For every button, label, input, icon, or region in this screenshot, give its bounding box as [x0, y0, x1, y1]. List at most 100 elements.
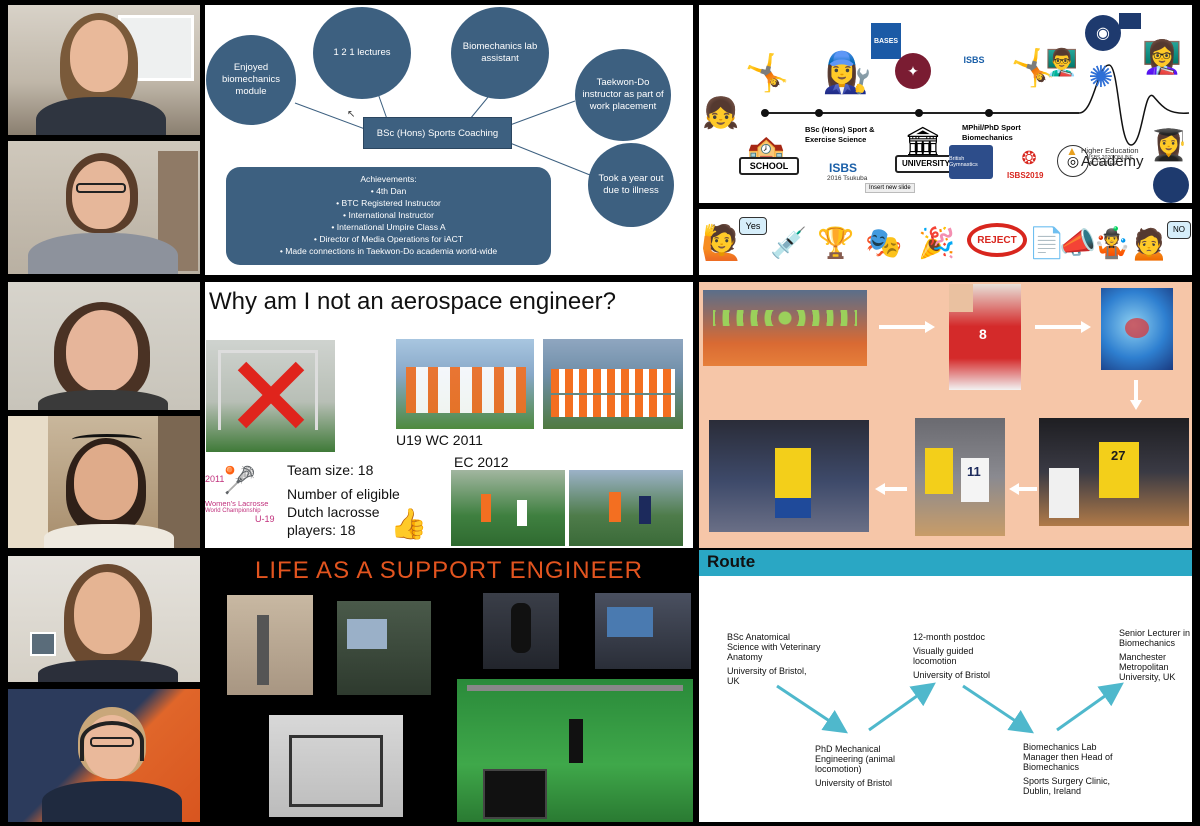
society-logo: ◉	[1085, 15, 1121, 51]
ec-team-photo	[543, 339, 683, 429]
bsc-label: BSc (Hons) Sport & Exercise Science	[805, 125, 875, 144]
person-yes-icon: 🙋	[700, 224, 744, 262]
isbs-2020-logo-icon: ◎	[1057, 145, 1089, 177]
balancing-person-icon: 🤹	[1093, 226, 1131, 260]
monitor	[607, 607, 653, 637]
british-gymnastics-logo: British Gymnastics	[949, 145, 993, 179]
goal-frame	[218, 350, 318, 430]
flag-logo	[1119, 13, 1141, 29]
reject-stamp: REJECT	[967, 223, 1027, 257]
youth-player-photo: 8	[949, 284, 1021, 390]
participant-video-3[interactable]	[8, 282, 200, 410]
player-jersey	[1099, 442, 1139, 498]
university-label: UNIVERSITY	[895, 155, 957, 173]
slide-title: LIFE AS A SUPPORT ENGINEER	[255, 557, 643, 584]
hea-label-line2: Academy	[1081, 153, 1144, 170]
bubble-enjoyed: Enjoyed biomechanics module	[206, 35, 296, 125]
wall-background	[8, 416, 48, 548]
participant-video-1[interactable]	[8, 5, 200, 135]
headphones-icon	[80, 721, 144, 761]
slide-title: Why am I not an aerospace engineer?	[209, 288, 616, 315]
trophy-award-icon: 🏆	[817, 226, 855, 260]
red-cross-icon	[237, 361, 305, 429]
crowd-celebration-photo	[709, 420, 869, 532]
insert-new-slide-tooltip: Insert new slide	[865, 183, 915, 193]
shoulders	[28, 233, 178, 274]
isbs-2019-logo: ❂ ISBS2019	[1005, 148, 1053, 187]
climbing-rig-photo	[227, 595, 313, 695]
ec-label: EC 2012	[454, 454, 509, 470]
shoulders	[42, 781, 182, 822]
monitor-desk-photo	[595, 593, 691, 669]
player-figure	[481, 494, 491, 522]
rig-frame	[289, 735, 383, 807]
participant-video-2[interactable]	[8, 141, 200, 274]
face	[949, 284, 973, 312]
arrow-left-icon	[1009, 483, 1037, 495]
route-header-bar: Route	[699, 550, 1192, 576]
shoulders	[38, 390, 168, 410]
face	[74, 572, 140, 654]
achievements-title: Achievements:	[360, 174, 417, 184]
mouse-cursor-icon: ↖	[347, 109, 356, 120]
player-jersey	[925, 448, 953, 494]
achievement-item: • Director of Media Operations for iACT	[313, 234, 464, 244]
participant-video-6[interactable]	[8, 689, 200, 822]
player-figure	[517, 500, 527, 526]
subject-figure	[569, 719, 583, 763]
slide-aerospace: Why am I not an aerospace engineer? U19 …	[205, 282, 693, 548]
arrow-left-icon	[875, 483, 907, 495]
participant-video-5[interactable]	[8, 556, 200, 682]
motion-capture-subject-photo	[483, 593, 559, 669]
presenter-icon: 👨‍🏫	[1045, 46, 1079, 77]
achievement-item: • BTC Registered Instructor	[336, 198, 441, 208]
logo-year: 2011	[205, 474, 225, 484]
theatre-masks-icon: 🎭	[865, 226, 903, 260]
lacrosse-match-photo-1	[451, 470, 565, 546]
glasses	[76, 183, 126, 193]
face	[74, 444, 138, 520]
laptop-screen	[483, 769, 547, 819]
federation-logo: ✦	[895, 53, 931, 89]
child-icon: 👧	[702, 96, 740, 130]
kids-handball-photo	[703, 290, 867, 366]
jersey-number: 8	[979, 326, 987, 342]
slide-support-engineer: LIFE AS A SUPPORT ENGINEER	[205, 555, 693, 822]
virus-icon: ✺	[1088, 60, 1114, 94]
logo-text-1: Women's Lacrosse	[205, 499, 269, 508]
arrow-down-icon	[1130, 380, 1142, 410]
graduate-icon: 👩‍🎓	[1150, 128, 1188, 162]
lab-workstation-photo	[337, 601, 431, 695]
green-screen-studio-photo	[457, 679, 693, 822]
center-box: BSc (Hons) Sports Coaching	[363, 117, 512, 149]
goal-celebration-photo: 27	[1039, 418, 1189, 526]
arrow-right-icon	[1035, 321, 1091, 333]
lacrosse-player-icon: 🥍	[223, 464, 257, 495]
opponent-jersey	[961, 458, 989, 502]
player-shorts	[775, 498, 811, 518]
ladder	[257, 615, 269, 685]
participant-video-4[interactable]	[8, 416, 200, 548]
handballs-row	[713, 310, 857, 326]
isbs-flame-icon: ❂	[1021, 147, 1037, 168]
logo-u19: U-19	[255, 514, 275, 524]
thumbs-up-icon: 👍	[390, 507, 428, 541]
world-championship-logo: 2011 🥍 Women's Lacrosse World Championsh…	[205, 458, 279, 530]
bases-logo: BASES	[871, 23, 901, 59]
megaphone-icon: 📣	[1059, 226, 1097, 260]
hea-label-line1: Higher Education	[1081, 146, 1139, 155]
route-arrows	[776, 682, 1124, 734]
eligible-text-1: Number of eligible	[287, 486, 400, 502]
isbs-2016-label: 2016 Tsukuba	[827, 175, 868, 182]
achievement-item: • International Instructor	[343, 210, 434, 220]
slide-sports-coaching: Enjoyed biomechanics module 1 2 1 lectur…	[205, 5, 693, 275]
mphil-label: MPhil/PhD Sport Biomechanics	[962, 123, 1021, 142]
route-title: Route	[707, 552, 756, 571]
eligible-text-2: Dutch lacrosse	[287, 504, 380, 520]
face	[66, 310, 138, 392]
isbs-2017-logo: ISBS	[963, 55, 985, 65]
players-row-back	[551, 369, 675, 393]
